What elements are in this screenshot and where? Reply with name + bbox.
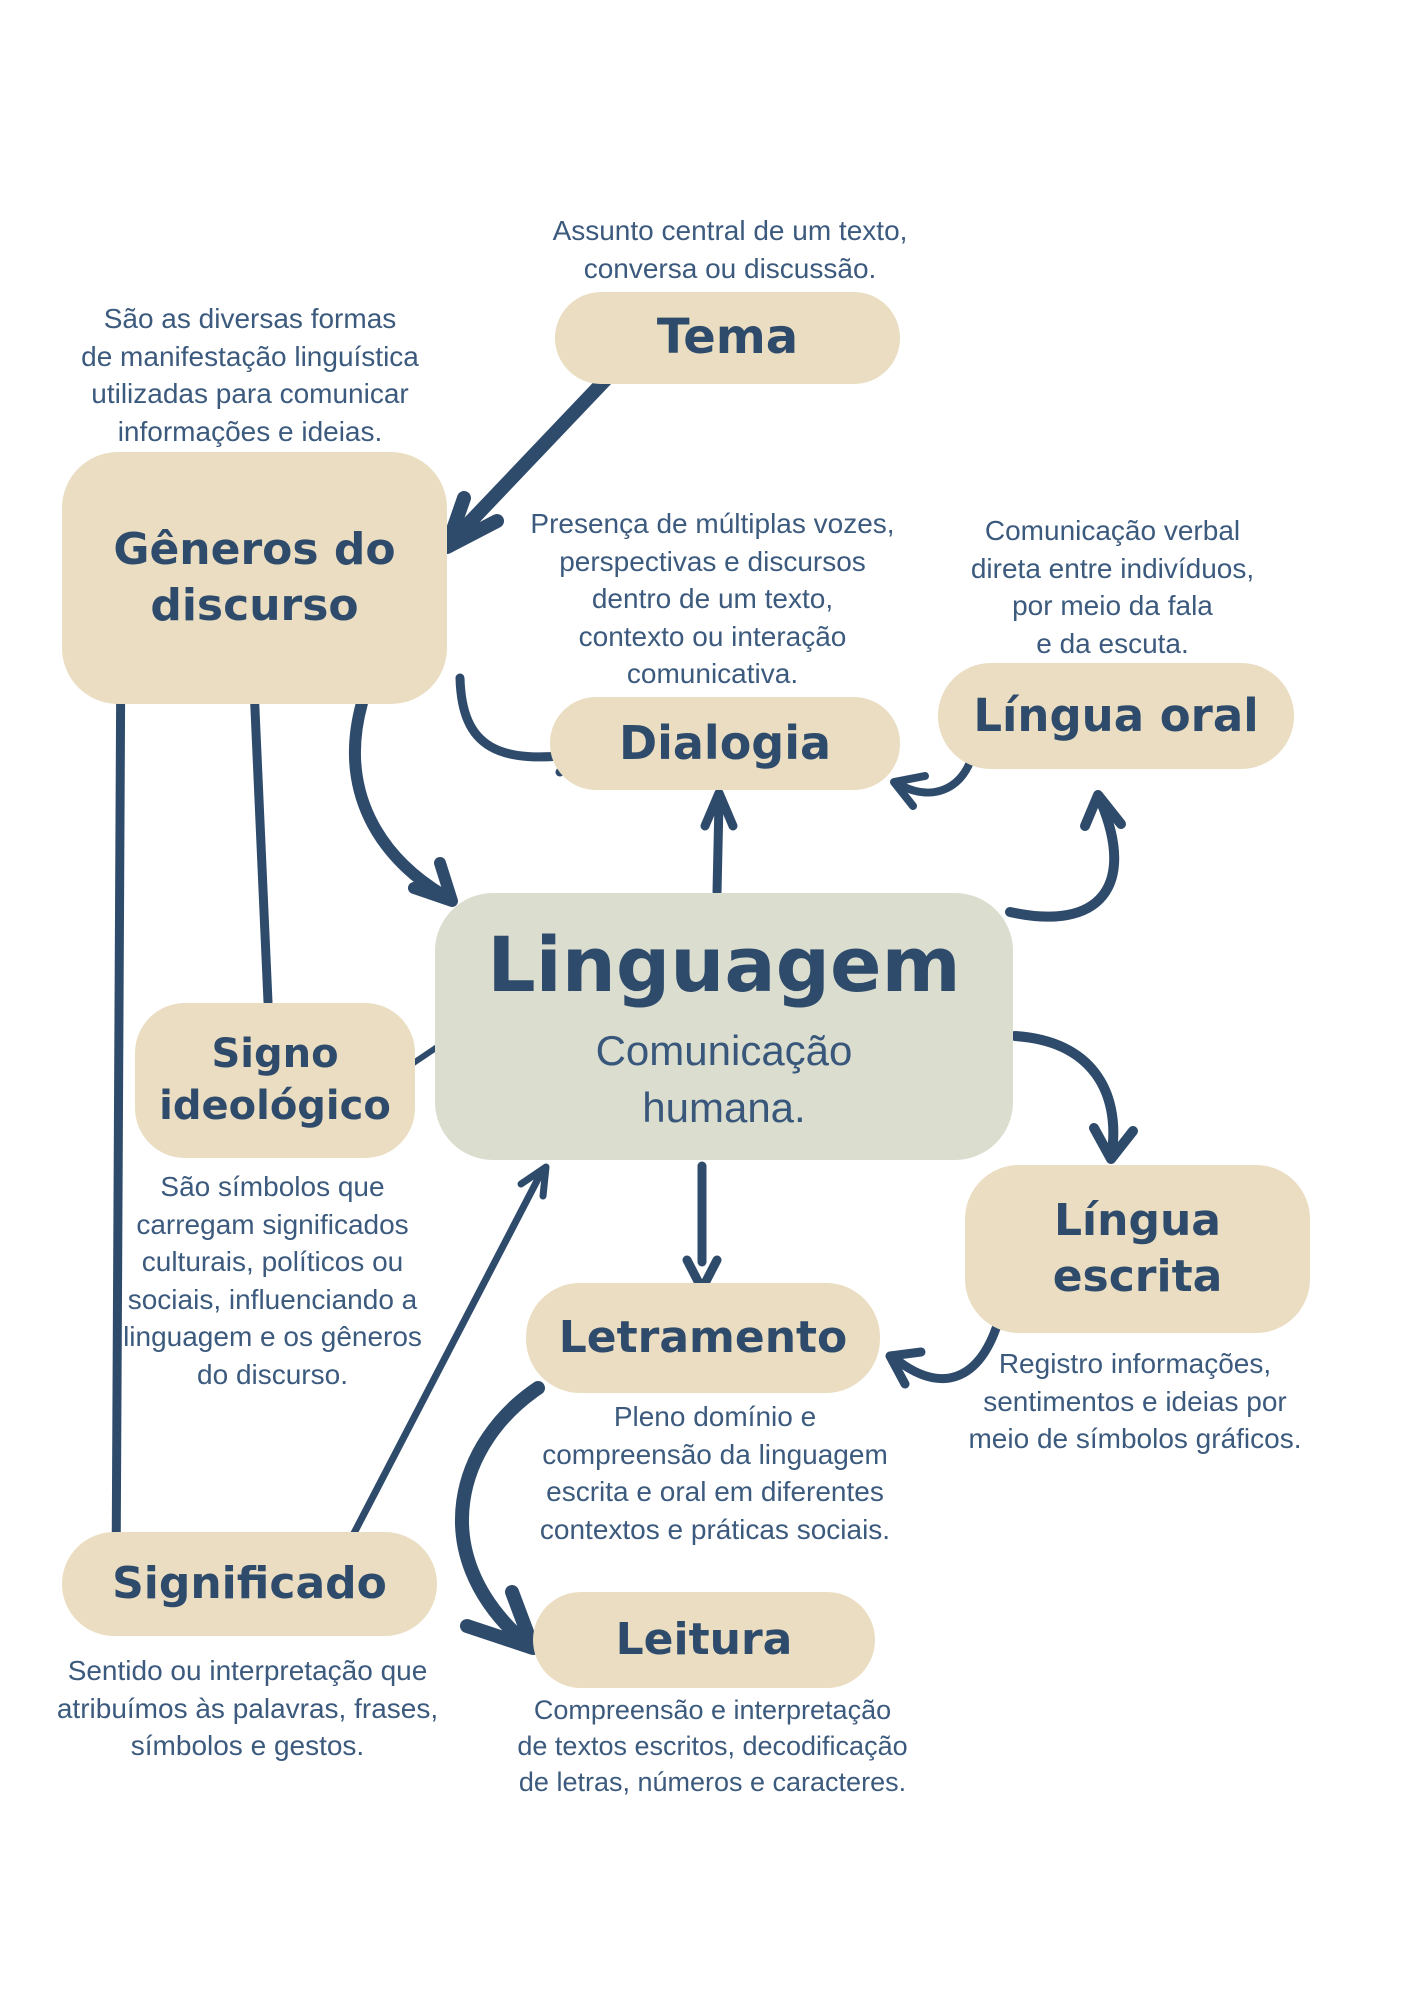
significado-description: Sentido ou interpretação que atribuímos … [56,1655,439,1762]
arrow-tema-to-generos [440,369,616,554]
arrow-linguagem-to-lingua-oral [1005,790,1126,922]
leitura-description: Compreensão e interpretação de textos es… [517,1695,908,1798]
node-linguagem-central: Linguagem Comunicação humana. [435,893,1013,1160]
leitura-label: Leitura [615,1613,793,1665]
node-lingua-escrita: Língua escrita [965,1165,1310,1333]
signo-label: Signo ideológico [159,1031,391,1129]
linguagem-title: Linguagem [487,920,961,1010]
lingua-escrita-description: Registro informações, sentimentos e idei… [968,1348,1302,1455]
node-generos-do-discurso: Gêneros do discurso [62,452,447,704]
arrow-lingua-oral-to-dialogia [890,753,976,810]
arrow-significado-to-generos [102,615,140,1588]
node-leitura: Leitura [533,1592,875,1688]
arrow-significado-to-linguagem [348,1163,550,1541]
significado-label: Significado [112,1557,387,1609]
arrow-lingua-escrita-to-letramento [885,1311,1005,1389]
arrow-linguagem-to-dialogia [700,788,738,897]
dialogia-description: Presença de múltiplas vozes, perspectiva… [530,508,895,690]
node-signo-ideologico: Signo ideológico [135,1003,415,1158]
generos-description: São as diversas formas de manifestação l… [81,303,419,447]
lingua-escrita-label: Língua escrita [1052,1194,1223,1302]
letramento-description: Pleno domínio e compreensão da linguagem… [539,1401,891,1545]
arrow-linguagem-to-lingua-escrita [1010,1031,1138,1164]
tema-description: Assunto central de um texto, conversa ou… [552,215,908,284]
tema-label: Tema [656,309,799,366]
node-letramento: Letramento [526,1283,880,1393]
signo-description: São símbolos que carregam significados c… [123,1171,422,1390]
node-lingua-oral: Língua oral [938,663,1294,769]
dialogia-label: Dialogia [618,716,832,771]
node-tema: Tema [555,292,900,384]
node-dialogia: Dialogia [550,697,900,790]
letramento-label: Letramento [558,1311,848,1363]
generos-label: Gêneros do discurso [113,523,396,631]
linguagem-subtitle: Comunicação humana. [595,1027,853,1132]
arrow-generos-to-linguagem [349,697,458,907]
node-significado: Significado [62,1532,437,1636]
arrow-linguagem-to-letramento [682,1161,722,1294]
lingua-oral-label: Língua oral [973,689,1259,743]
lingua-oral-description: Comunicação verbal direta entre indivídu… [970,515,1255,659]
